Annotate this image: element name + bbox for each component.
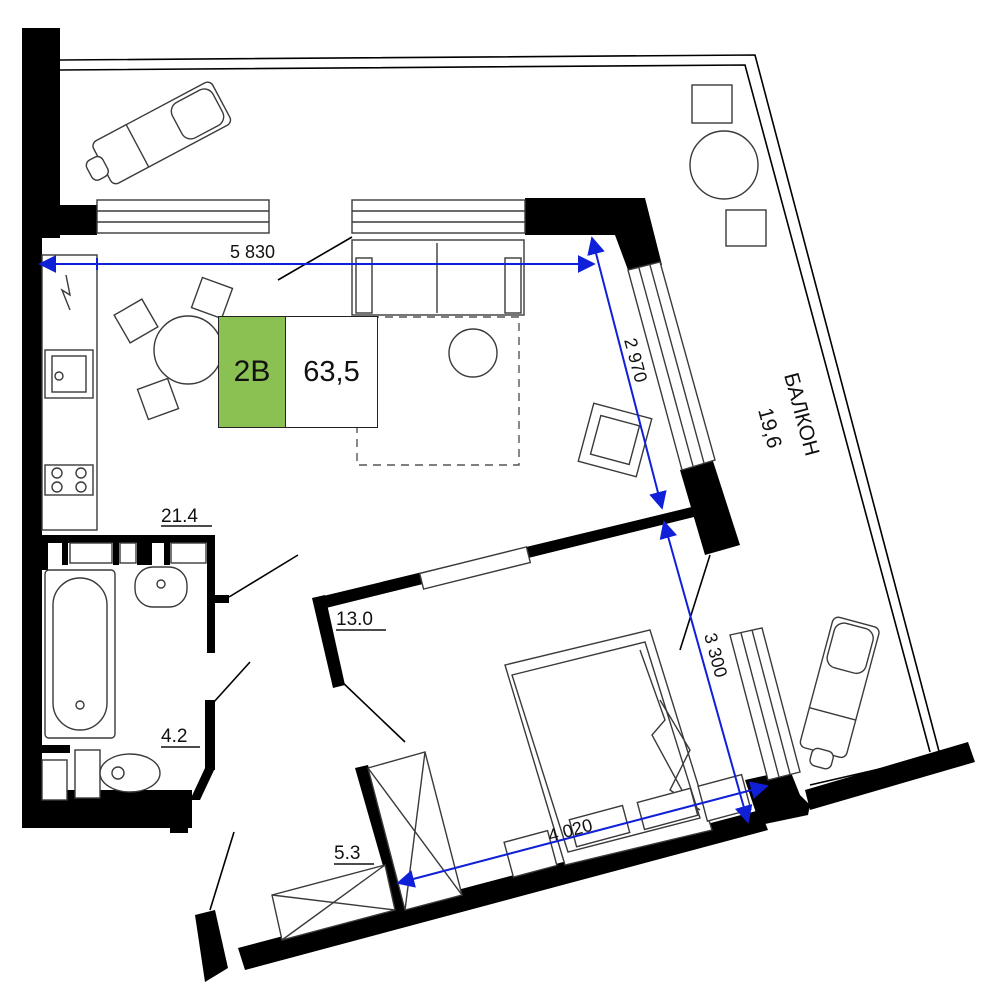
washbasin [134,566,188,608]
apartment-badge: 2В 63,5 [218,316,378,428]
washing-machine [41,759,68,801]
apartment-type: 2В [219,317,286,427]
dining-table [113,276,234,421]
bath-cabinets [69,542,207,564]
area-bedroom: 13.0 [336,609,373,630]
windows [96,199,801,781]
sun-lounger-right [799,616,880,770]
area-hallway: 5.3 [334,843,360,864]
dimension-lines [38,236,769,888]
dim-bedroom-depth: 3 300 [700,631,731,680]
bedroom-desk [418,546,532,590]
exterior-walls [22,28,975,982]
balcony-table-set [689,84,767,247]
area-kitchen-living: 21.4 [161,506,198,527]
toilet [74,749,161,799]
apartment-total-area: 63,5 [303,355,360,388]
balcony-label: БАЛКОН [779,370,823,458]
double-bed [504,629,713,866]
sun-lounger-left [85,81,232,185]
bathtub [44,569,116,739]
area-bathroom: 4.2 [161,726,187,747]
balcony-area: 19,6 [753,405,786,450]
dim-living-width: 5 830 [230,242,275,262]
dim-living-depth: 2 970 [620,336,651,385]
armchair [577,402,653,478]
kitchen-counter [41,254,98,531]
